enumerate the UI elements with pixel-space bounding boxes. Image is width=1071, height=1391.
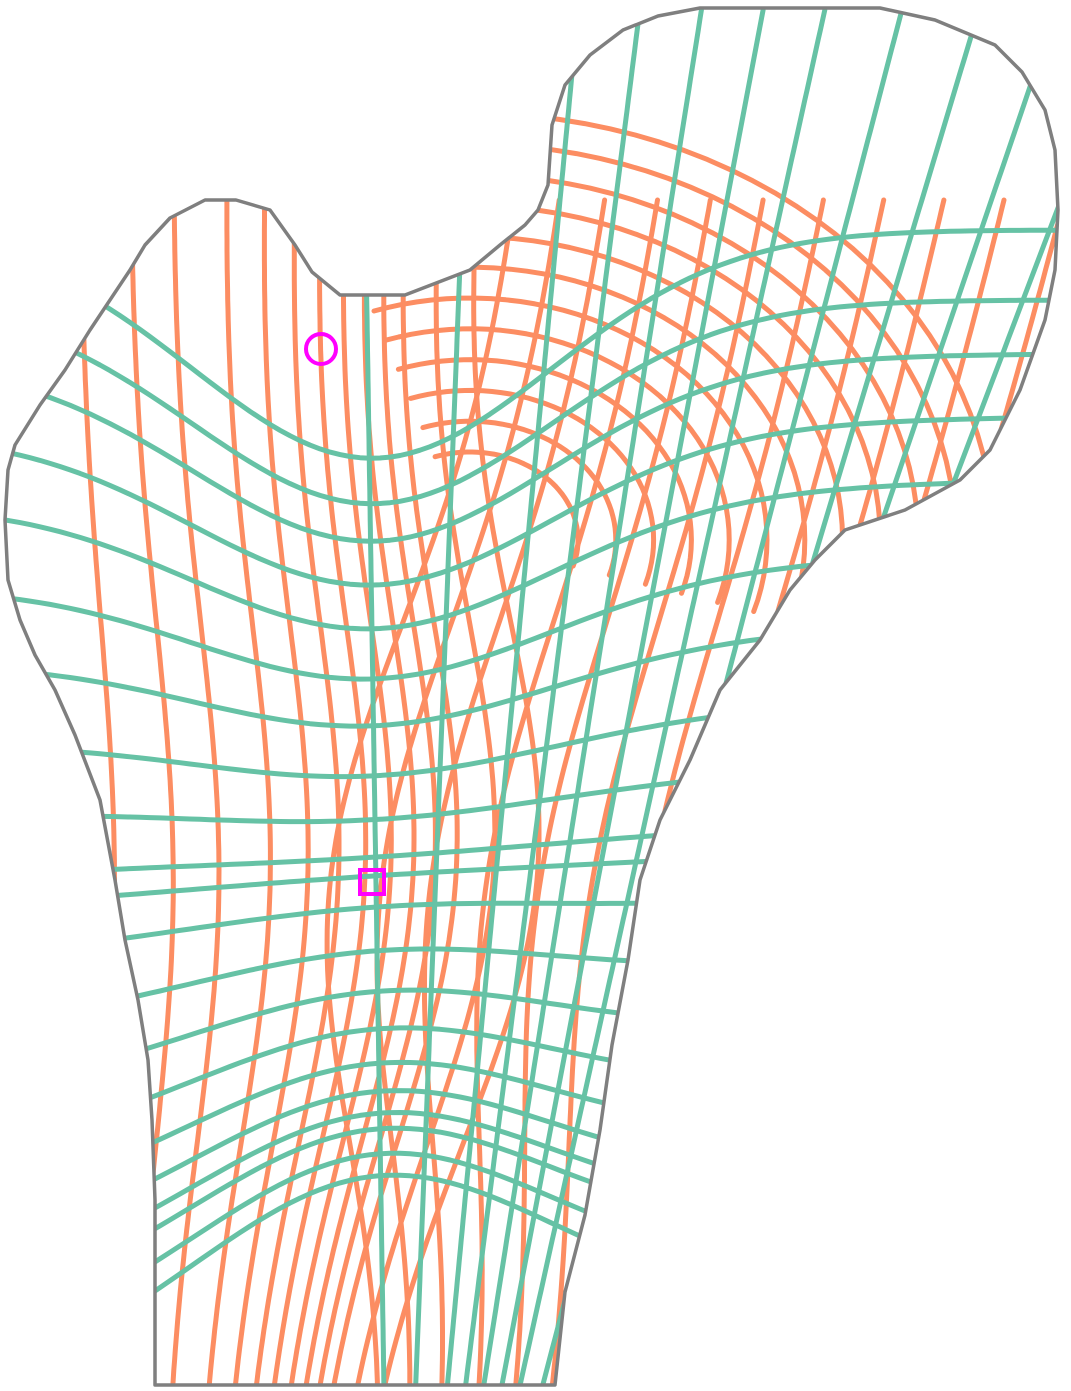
orange-streamline-12 bbox=[354, 197, 498, 1385]
green-vertical-6 bbox=[498, 8, 766, 1385]
green-streamlines bbox=[5, 8, 1058, 1385]
orange-streamline-14 bbox=[324, 197, 517, 1385]
orange-streamline-24 bbox=[754, 197, 1058, 1385]
orange-streamline-3 bbox=[170, 197, 222, 1385]
orange-streamline-6 bbox=[253, 197, 342, 1385]
green-streamline-5 bbox=[5, 477, 1058, 632]
orange-streamline-30 bbox=[996, 197, 1058, 1385]
orange-arc-1 bbox=[432, 449, 581, 569]
orange-streamline-31 bbox=[1036, 197, 1058, 1385]
green-streamline-4 bbox=[5, 414, 1058, 588]
green-vertical-9 bbox=[561, 8, 982, 1385]
orange-streamline-10 bbox=[316, 197, 438, 1385]
orange-streamline-25 bbox=[794, 197, 1058, 1385]
orange-streamline-18 bbox=[512, 197, 713, 1385]
green-vertical-3 bbox=[444, 8, 581, 1385]
green-vertical-12 bbox=[629, 8, 1058, 1385]
sink-marker bbox=[358, 868, 386, 896]
orange-streamline-8 bbox=[288, 197, 394, 1385]
orange-streamline-22 bbox=[672, 197, 947, 1385]
orange-streamline-20 bbox=[590, 197, 826, 1385]
orange-arc-7 bbox=[359, 264, 808, 624]
green-vertical-4 bbox=[462, 8, 643, 1385]
orange-arc-4 bbox=[395, 357, 694, 596]
orange-streamline-7 bbox=[271, 197, 369, 1385]
orange-streamline-19 bbox=[549, 197, 766, 1385]
green-vertical-7 bbox=[516, 8, 828, 1385]
green-vertical-5 bbox=[480, 8, 704, 1385]
orange-streamline-2 bbox=[128, 197, 176, 1385]
green-streamline-13 bbox=[5, 940, 1058, 1024]
source-marker bbox=[304, 332, 338, 366]
green-streamline-1 bbox=[5, 227, 1058, 461]
green-vertical-14 bbox=[674, 8, 1058, 1385]
orange-streamline-27 bbox=[875, 197, 1058, 1385]
orange-streamlines bbox=[78, 110, 1058, 1385]
orange-streamline-23 bbox=[713, 197, 1007, 1385]
bone-outline bbox=[3, 6, 1060, 1387]
orange-arc-5 bbox=[383, 326, 732, 605]
orange-streamline-16 bbox=[422, 197, 608, 1385]
